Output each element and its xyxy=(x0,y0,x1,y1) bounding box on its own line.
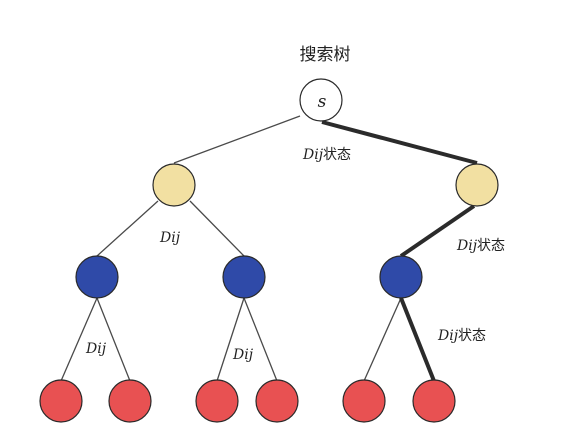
edge-root-right-bold xyxy=(321,120,478,165)
leaf-node-1 xyxy=(39,379,83,423)
leaf-node-2 xyxy=(108,379,152,423)
tree-edges xyxy=(60,115,478,382)
annotation-level2-a: Dij xyxy=(85,341,107,357)
edge-l2-c-leaf2-bold xyxy=(399,297,436,382)
annotation-level1-right: Dij状态 xyxy=(456,238,505,254)
edge-l2-a-leaf1 xyxy=(60,297,98,382)
leaf-node-3 xyxy=(195,379,239,423)
edge-root-left xyxy=(173,115,301,164)
leaf-node-4 xyxy=(255,379,299,423)
annotation-level2-b: Dij xyxy=(232,347,254,363)
level2-node-b xyxy=(222,255,266,299)
edge-l2-c-leaf1 xyxy=(363,297,402,382)
annotation-root-right: Dij状态 xyxy=(302,147,351,163)
root-node-label: s xyxy=(318,92,327,112)
level1-node-right xyxy=(455,163,499,207)
root-node xyxy=(299,78,343,122)
leaf-node-6 xyxy=(412,379,456,423)
edge-l1-left-b xyxy=(189,200,245,257)
level1-node-left xyxy=(152,163,196,207)
annotation-level2-c: Dij状态 xyxy=(437,328,486,344)
level2-node-a xyxy=(75,255,119,299)
edge-l2-b-leaf2 xyxy=(243,297,278,382)
edge-l1-right-bold xyxy=(399,204,476,258)
diagram-title: 搜索树 xyxy=(300,45,351,65)
edge-l2-a-leaf2 xyxy=(96,297,131,382)
leaf-node-5 xyxy=(342,379,386,423)
annotation-level1-left: Dij xyxy=(159,230,181,246)
edge-l1-left-a xyxy=(96,200,159,257)
level2-node-c xyxy=(379,255,423,299)
edge-l2-b-leaf1 xyxy=(216,297,245,382)
